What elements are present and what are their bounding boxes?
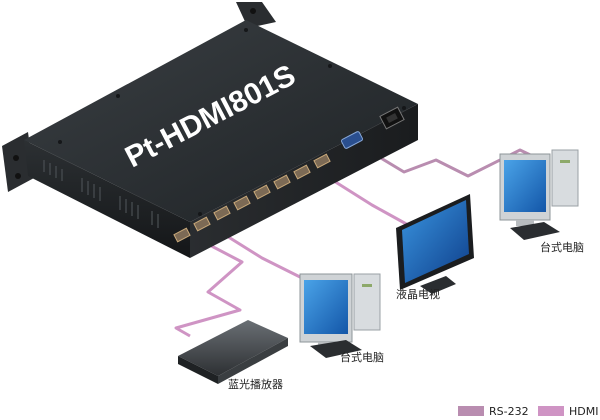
pc-center-keyboard bbox=[310, 340, 362, 358]
front-vents bbox=[43, 160, 159, 228]
bluray-label: 蓝光播放器 bbox=[228, 378, 283, 391]
desktop-pc-center bbox=[299, 273, 381, 358]
tv-stand bbox=[420, 276, 456, 294]
hdmi-cable-tv bbox=[325, 174, 411, 228]
hdmi-cable-bluray bbox=[174, 238, 244, 338]
pc-right-label: 台式电脑 bbox=[540, 241, 584, 254]
legend-swatch-rs232 bbox=[458, 406, 484, 416]
matrix-device: Pt-HDMI801S bbox=[2, 2, 418, 258]
pc-right-screen bbox=[504, 160, 546, 212]
cables bbox=[174, 141, 546, 338]
desktop-pc-right bbox=[499, 149, 579, 240]
device-front bbox=[24, 140, 190, 258]
pc-center-label: 台式电脑 bbox=[340, 351, 384, 364]
legend-label-hdmi: HDMI bbox=[569, 404, 599, 418]
rs232-cable-pc-right bbox=[355, 141, 546, 178]
bluray-player bbox=[178, 320, 288, 384]
rs232-port bbox=[341, 131, 363, 149]
lcd-tv bbox=[396, 194, 474, 294]
power-inlet bbox=[379, 106, 405, 130]
pc-center-screen bbox=[304, 280, 348, 334]
legend-hdmi: HDMI bbox=[538, 404, 598, 418]
legend-label-rs232: RS-232 bbox=[489, 404, 529, 418]
tv-label: 液晶电视 bbox=[396, 288, 440, 301]
device-rear bbox=[190, 104, 418, 258]
legend-swatch-hdmi bbox=[538, 406, 564, 416]
tv-screen bbox=[402, 200, 469, 283]
pc-right-keyboard bbox=[510, 222, 560, 240]
pc-right-tower bbox=[551, 149, 579, 207]
device-top bbox=[24, 20, 418, 222]
top-screws bbox=[58, 28, 406, 216]
pc-center-tower bbox=[353, 273, 381, 331]
legend-rs232: RS-232 bbox=[458, 404, 529, 418]
hdmi-ports bbox=[173, 153, 331, 243]
